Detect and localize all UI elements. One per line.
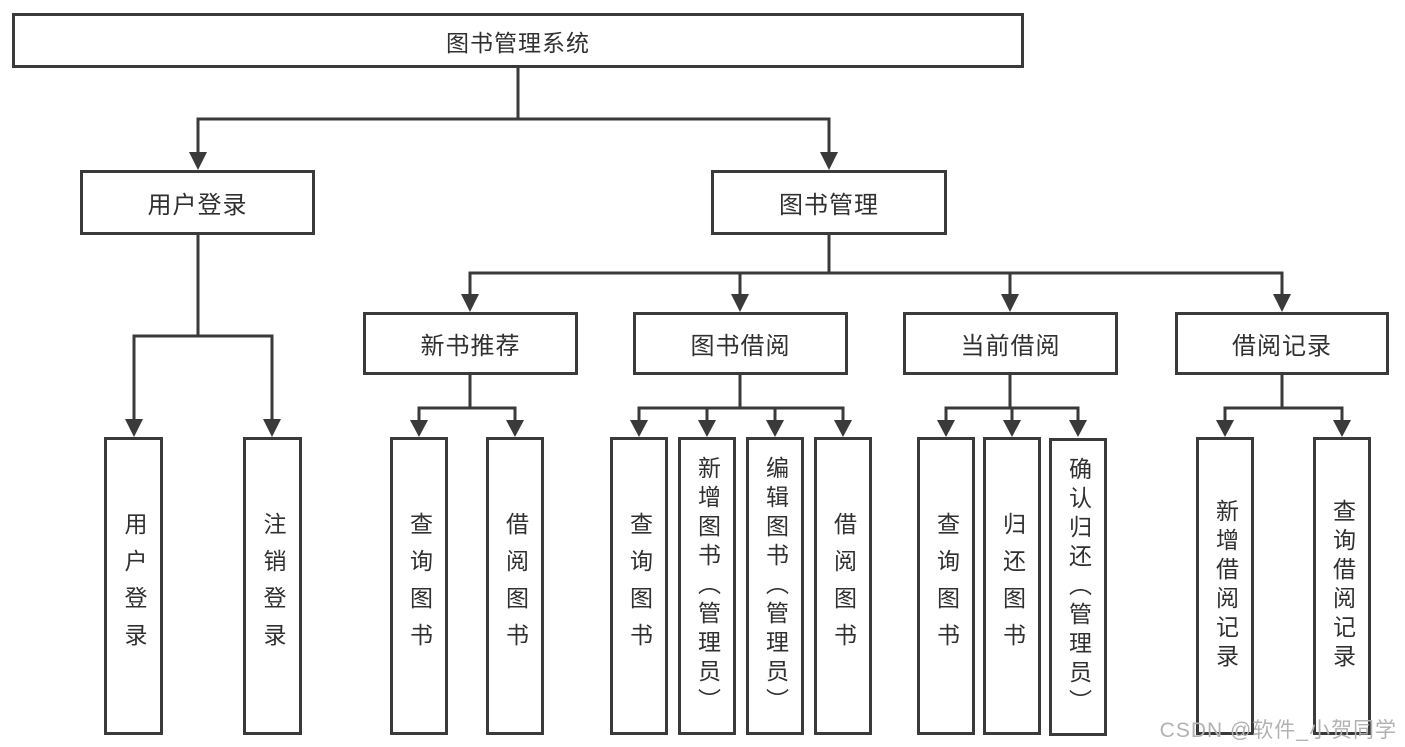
node-label: 借阅记录 [1232,333,1332,360]
node-leaf-user-login: 用户登录 [104,437,163,735]
node-book-management: 图书管理 [711,170,947,235]
node-leaf-query-books: 查询图书 [390,437,448,735]
node-leaf-query-books-3: 查询图书 [917,437,975,735]
node-leaf-borrow-books: 借阅图书 [486,437,544,735]
node-label: 查询图书 [406,512,433,660]
node-label: 图书管理 [779,192,879,219]
node-leaf-borrow-books-2: 借阅图书 [814,437,872,735]
csdn-watermark: CSDN @软件_小贺同学 [1159,719,1397,742]
node-label: 新增图书（管理员） [694,455,721,717]
node-leaf-query-books-2: 查询图书 [610,437,668,735]
node-user-login: 用户登录 [80,170,315,235]
connector-root [189,68,838,170]
node-label: 用户登录 [121,512,147,660]
node-leaf-add-books-admin: 新增图书（管理员） [678,437,736,735]
node-label: 图书借阅 [690,333,791,360]
node-label: 借阅图书 [502,512,529,660]
node-borrowing-records: 借阅记录 [1175,312,1389,375]
connector-user-login [125,235,281,437]
connector-new-book-recommend [410,375,524,437]
node-library-management-system: 图书管理系统 [12,13,1024,68]
node-label: 查询图书 [933,512,960,660]
node-label: 当前借阅 [960,333,1061,360]
node-label: 注销登录 [260,512,286,660]
node-label: 确认归还（管理员） [1065,456,1092,718]
node-leaf-edit-books-admin: 编辑图书（管理员） [746,437,804,735]
connector-book-borrowing [630,375,852,437]
connector-book-management [461,235,1291,312]
node-leaf-confirm-return-admin: 确认归还（管理员） [1049,438,1107,736]
node-new-book-recommend: 新书推荐 [363,312,578,375]
node-current-borrowing: 当前借阅 [903,312,1118,375]
node-book-borrowing: 图书借阅 [633,312,848,375]
node-label: 查询借阅记录 [1329,499,1356,673]
node-label: 新增借阅记录 [1212,499,1239,673]
node-leaf-query-borrow-record: 查询借阅记录 [1313,437,1371,735]
connector-borrowing-records [1216,375,1351,437]
node-label: 归还图书 [999,512,1026,660]
node-leaf-logout: 注销登录 [243,437,302,735]
node-label: 图书管理系统 [446,29,590,56]
node-label: 用户登录 [147,192,248,219]
node-leaf-add-borrow-record: 新增借阅记录 [1196,437,1254,735]
connector-current-borrowing [937,375,1087,437]
node-leaf-return-books: 归还图书 [983,437,1041,735]
node-label: 新书推荐 [420,333,521,360]
node-label: 借阅图书 [830,512,857,660]
node-label: 查询图书 [626,512,653,660]
node-label: 编辑图书（管理员） [762,455,789,717]
